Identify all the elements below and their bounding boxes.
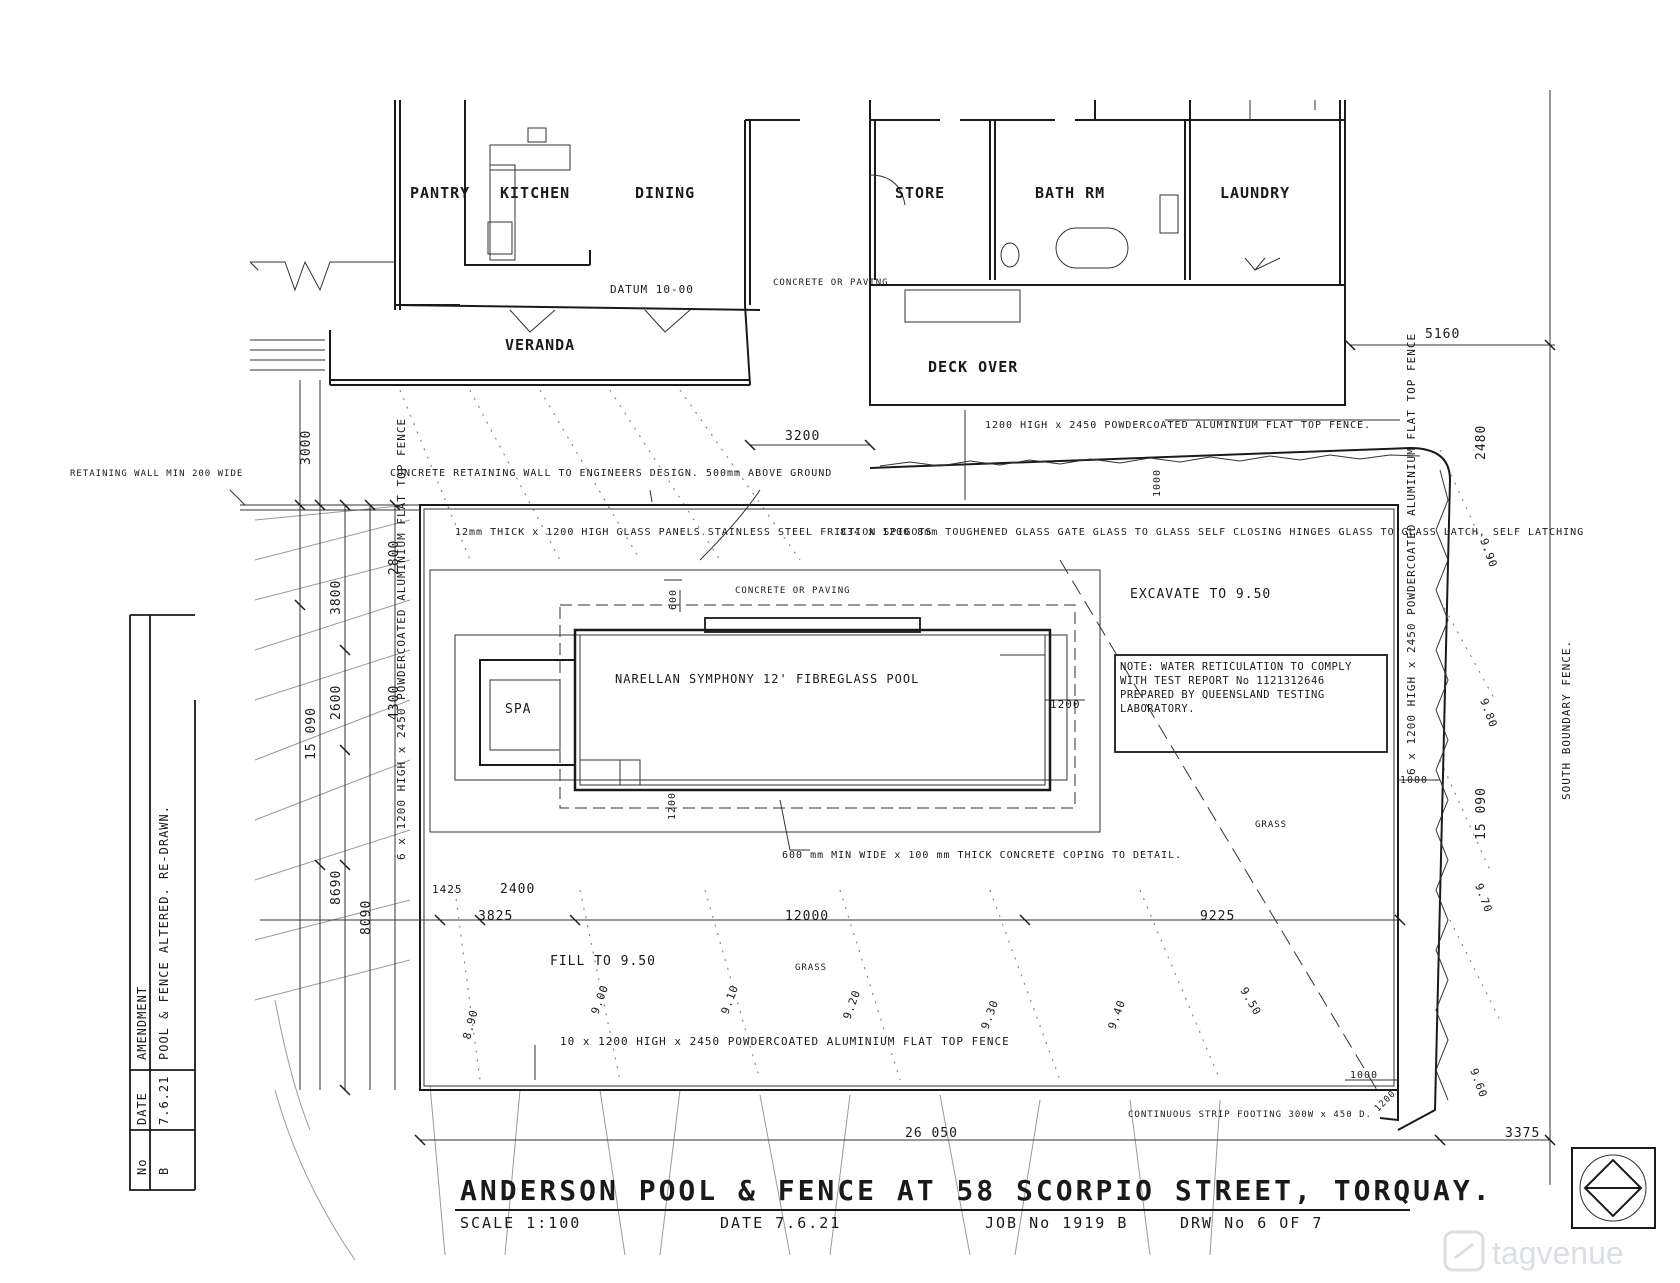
pool-label: NARELLAN SYMPHONY 12' FIBREGLASS POOL (615, 672, 919, 686)
fence-left-label: 6 x 1200 HIGH x 2450 POWDERCOATED ALUMIN… (395, 418, 408, 860)
dim-5160: 5160 (1425, 327, 1460, 342)
level-890: 8.90 (460, 1008, 480, 1041)
title-scale: SCALE 1:100 (460, 1214, 581, 1232)
dim-12000: 12000 (785, 909, 829, 924)
drawing-title: ANDERSON POOL & FENCE AT 58 SCORPIO STRE… (460, 1174, 1493, 1207)
room-kitchen: KITCHEN (500, 184, 570, 202)
room-deck: DECK OVER (928, 358, 1018, 376)
concrete-paving-label: CONCRETE OR PAVING (773, 278, 889, 288)
note-text-wrap: NOTE: WATER RETICULATION TO COMPLY WITH … (1120, 661, 1352, 715)
concrete-retaining-label: CONCRETE RETAINING WALL TO ENGINEERS DES… (390, 468, 832, 479)
dim-3200: 3200 (785, 429, 820, 444)
dim-8090: 8090 (359, 900, 374, 935)
contour-lines (254, 504, 1221, 1261)
level-970: 9.70 (1472, 882, 1495, 915)
dim-1000-right: 1000 (1400, 775, 1428, 786)
dim-2400: 2400 (500, 882, 535, 897)
fence-bottom-label: 10 x 1200 HIGH x 2450 POWDERCOATED ALUMI… (560, 1035, 1010, 1048)
level-910: 9.10 (719, 983, 742, 1016)
level-980: 9.80 (1477, 697, 1500, 730)
pool-surround (429, 569, 1101, 833)
rev-amendment-desc: POOL & FENCE ALTERED. RE-DRAWN. (157, 805, 171, 1060)
level-950: 9.50 (1237, 985, 1264, 1018)
watermark-text: tagvenue (1492, 1235, 1624, 1271)
room-laundry: LAUNDRY (1220, 184, 1290, 202)
note-box (1114, 654, 1388, 753)
dim-8690: 8690 (329, 870, 344, 905)
house-outline (329, 100, 1346, 406)
coping-label: 600 mm MIN WIDE x 100 mm THICK CONCRETE … (782, 850, 1182, 861)
compass-icon (1571, 1147, 1656, 1229)
watermark-logo-mark (1454, 1242, 1474, 1260)
south-fence-label: SOUTH BOUNDARY FENCE. (1560, 640, 1573, 800)
dim-2800: 2800 (387, 540, 402, 575)
room-bath: BATH RM (1035, 184, 1105, 202)
glass-gate-label: 834 x 1200 8mm TOUGHENED GLASS GATE GLAS… (840, 527, 1584, 538)
grass-label-2: GRASS (795, 963, 827, 973)
level-960: 9.60 (1467, 1067, 1490, 1100)
yard-boundary (419, 446, 1452, 1131)
rev-no-label: No (135, 1159, 149, 1175)
dim-15090-right: 15 090 (1474, 787, 1489, 840)
room-dining: DINING (635, 184, 695, 202)
title-drawing: DRW No 6 OF 7 (1180, 1214, 1323, 1232)
grass-label-1: GRASS (1255, 820, 1287, 830)
room-veranda: VERANDA (505, 336, 575, 354)
spa-label: SPA (505, 702, 531, 717)
concrete-paving-top-label: CONCRETE OR PAVING (735, 586, 851, 596)
dim-4300: 4300 (387, 685, 402, 720)
datum-label: DATUM 10-00 (610, 283, 694, 296)
room-store: STORE (895, 184, 945, 202)
rev-amendment-label: AMENDMENT (135, 986, 149, 1060)
level-940: 9.40 (1106, 998, 1129, 1031)
revision-block (129, 614, 196, 1191)
dim-1200-corner: 1200 (1373, 1089, 1398, 1114)
dim-3375: 3375 (1505, 1126, 1540, 1141)
dimension-lines (229, 90, 1555, 1185)
level-990: 9.90 (1477, 537, 1500, 570)
level-930: 9.30 (979, 998, 1002, 1031)
dim-1200-right: 1200 (1050, 698, 1081, 711)
fence-right-zigzag (879, 454, 1449, 1101)
watermark: tagvenue (1443, 1230, 1624, 1272)
dim-9225: 9225 (1200, 909, 1235, 924)
rev-date-value: 7.6.21 (157, 1076, 171, 1125)
dim-600: 600 (668, 589, 679, 610)
dim-15090-left: 15 090 (304, 707, 319, 760)
dim-1200-low: 1200 (667, 792, 678, 820)
title-date: DATE 7.6.21 (720, 1214, 841, 1232)
rev-no-value: B (157, 1167, 171, 1175)
dim-3825: 3825 (478, 909, 513, 924)
footing-label: CONTINUOUS STRIP FOOTING 300W x 450 D. (1128, 1110, 1372, 1120)
dim-1000-bottom: 1000 (1350, 1070, 1378, 1081)
room-pantry: PANTRY (410, 184, 470, 202)
dim-2600: 2600 (329, 685, 344, 720)
dim-1425: 1425 (432, 883, 463, 896)
dim-2480: 2480 (1474, 425, 1489, 460)
grade-lines (399, 389, 1501, 1081)
level-900: 9.00 (589, 983, 612, 1016)
dim-3000: 3000 (299, 430, 314, 465)
fill-label: FILL TO 9.50 (550, 954, 656, 969)
excavate-label: EXCAVATE TO 9.50 (1130, 587, 1271, 602)
title-job: JOB No 1919 B (985, 1214, 1128, 1232)
glass-panels-label: 12mm THICK x 1200 HIGH GLASS PANELS STAI… (455, 527, 932, 538)
note-text: NOTE: WATER RETICULATION TO COMPLY WITH … (1120, 661, 1352, 715)
fence-right-label: 6 x 1200 HIGH x 2450 POWDERCOATED ALUMIN… (1405, 333, 1418, 775)
dim-26050: 26 050 (905, 1126, 958, 1141)
level-920: 9.20 (841, 988, 864, 1021)
dim-3800: 3800 (329, 580, 344, 615)
dim-ticks (294, 339, 1556, 1146)
fence-top-label: 1200 HIGH x 2450 POWDERCOATED ALUMINIUM … (985, 420, 1371, 431)
dim-1000-top: 1000 (1152, 469, 1163, 497)
retaining-wall-label: RETAINING WALL MIN 200 WIDE (70, 469, 243, 479)
watermark-logo-icon (1443, 1230, 1485, 1272)
rev-date-label: DATE (135, 1092, 149, 1125)
house-fixtures (249, 100, 1316, 371)
